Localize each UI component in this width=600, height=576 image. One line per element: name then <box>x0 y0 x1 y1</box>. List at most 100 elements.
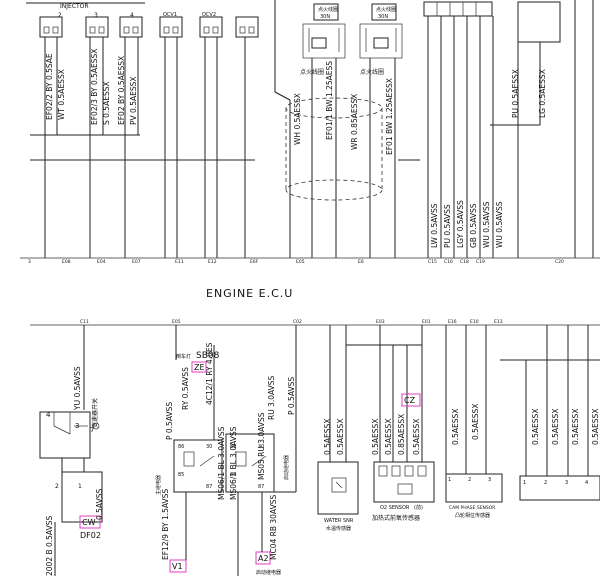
ltp-0: C11 <box>80 319 89 325</box>
injector-connector-1: 2 <box>39 12 63 38</box>
lwl-9: 0.5AESSX <box>384 419 393 455</box>
ignition-coil-2: 点火线圈 30N 点火线圈 <box>359 3 403 76</box>
wire-label-7: WH 0.5AESSX <box>293 93 302 145</box>
cam-caption-cn: 凸轮相位传感器 <box>455 512 490 519</box>
starter-caption-side: 启动继电器 <box>283 455 290 480</box>
o2-sensor: O2 SENSOR (前) 加热式前氧传感器 <box>372 461 435 522</box>
o2-caption-cn: 加热式前氧传感器 <box>372 514 420 522</box>
relay-a-87: 87 <box>206 484 212 490</box>
o2-caption: O2 SENSOR <box>380 505 410 511</box>
lwl-8: 0.5AESSX <box>371 419 380 455</box>
cam-sensor: 1 2 3 CAM PHASE SENSOR 凸轮相位传感器 <box>445 473 503 519</box>
tag-v1: V1 <box>172 562 183 571</box>
tag-cw: CW <box>82 518 96 527</box>
wire-label-3: EF02/3 BY 0.5AESSX <box>90 49 99 125</box>
lwl-7: 0.5AESSX <box>336 419 345 455</box>
ubp-11: C18 <box>460 259 469 265</box>
wire-label-11: PU 0.5AESSX <box>511 69 520 118</box>
water-temp-sensor: WATER SNR 水温传感器 <box>317 461 359 532</box>
upper-section: INJECTOR 2 3 4 OCV1 <box>20 0 600 265</box>
rs-pin-2: 2 <box>544 480 547 486</box>
ubp-0: 3 <box>28 259 31 265</box>
right-sensor: 1 2 3 4 <box>519 475 600 501</box>
upper-right-connector <box>235 16 259 38</box>
lwl-24: MC04 RB 30AVSS <box>269 495 278 560</box>
injector-label: INJECTOR <box>60 3 89 10</box>
wire-label-14: PU 0.5AVSS <box>443 204 452 248</box>
rs-pin-1: 1 <box>523 480 526 486</box>
fuse-block <box>423 1 493 17</box>
lwl-1: P 0.5AVSS <box>165 402 174 440</box>
starter-relay: 86 85 30 87 启动继电器 启动继电器 <box>185 433 290 576</box>
cam-caption: CAM PHASE SENSOR <box>449 505 495 511</box>
water-caption: WATER SNR <box>324 518 354 524</box>
relay-b-86: 86 <box>230 444 236 450</box>
coil-2-sub: 30N <box>378 14 388 20</box>
ubp-8: E6 <box>358 259 364 265</box>
ecu-title: ENGINE E.C.U <box>206 287 293 300</box>
ocv1-label: OCV1 <box>163 12 177 18</box>
tag-cz: CZ <box>404 396 416 405</box>
wire-label-8: EF01/1 BW 1.25AESS <box>325 61 334 140</box>
tag-v1-box <box>169 559 187 573</box>
switch-pin-3: 3 <box>75 422 79 430</box>
wire-label-5: EF02 BY 0.5AESSX <box>117 56 126 125</box>
injector-connector-2: 3 <box>85 12 109 38</box>
right-module <box>517 1 561 43</box>
relay-caption: 主继电器 <box>155 475 162 495</box>
wire-label-10: EF01 BW 1.25AESSX <box>385 78 394 155</box>
coil-2-caption: 点火线圈 <box>360 68 384 76</box>
injector-connector-3: 4 <box>119 12 143 38</box>
relay-a-85: 85 <box>178 472 184 478</box>
coil-1-label: 点火线圈 <box>318 6 338 13</box>
ubp-10: C16 <box>444 259 453 265</box>
rs-pin-3: 3 <box>565 480 568 486</box>
relay-a-30: 30 <box>206 444 212 450</box>
ltp-5: E16 <box>448 319 457 325</box>
sb08-prefix: 倒车灯 <box>176 353 191 360</box>
lwl-6: 0.5AESSX <box>323 419 332 455</box>
ubp-4: E11 <box>175 259 184 265</box>
wire-label-17: WU 0.5AVSS <box>482 201 491 248</box>
ocv1-connector: OCV1 <box>159 12 183 38</box>
main-relay: 86 85 30 87 主继电器 <box>155 439 223 495</box>
cam-pin-3: 3 <box>488 477 491 483</box>
tag-cw-box <box>79 515 101 529</box>
starter-caption: 启动继电器 <box>256 569 281 576</box>
lower-top-pins: C11 E05 C02 E03 E01 E16 E10 E13 <box>80 319 503 325</box>
ubp-5: E12 <box>208 259 217 265</box>
wire-label-6: PV 0.5AESSX <box>129 77 138 126</box>
lwl-4: RU 3.0AVSS <box>267 375 276 420</box>
lwl-22: MS06/1 BL 3.0AVSS <box>229 426 238 500</box>
switch-pin-7: 7 <box>90 426 94 434</box>
upper-wire-labels: EF02/2 BY 0.5SAE WT 0.5AESSX EF02/3 BY 0… <box>45 49 547 248</box>
ubp-6: E6F <box>250 259 259 265</box>
shield-cylinder <box>285 97 383 201</box>
lwl-23: MS05 RU 3.0AVSS <box>257 412 266 480</box>
tag-a2-box <box>255 551 271 565</box>
lwl-21: MS06/1 BL 3.0AVSS <box>217 426 226 500</box>
lwl-2: RY 0.5AVSS <box>181 367 190 410</box>
coil-2-label: 点火线圈 <box>376 6 396 13</box>
lwl-17: 0.5AESSX <box>591 409 600 445</box>
wire-label-13: LW 0.5AVSS <box>430 203 439 248</box>
cam-pin-1: 1 <box>448 477 451 483</box>
ltp-1: E05 <box>172 319 181 325</box>
ltp-2: C02 <box>293 319 302 325</box>
wire-label-1: EF02/2 BY 0.5SAE <box>45 53 54 120</box>
lwl-14: 0.5AESSX <box>531 409 540 445</box>
lwl-18: 0.5AVSS <box>95 489 104 520</box>
lwl-13: 0.5AESSX <box>471 404 480 440</box>
relay-b-85: 85 <box>230 472 236 478</box>
rs-pin-4: 4 <box>585 480 588 486</box>
ocv2-label: OCV2 <box>202 12 216 18</box>
ubp-13: C20 <box>555 259 564 265</box>
ltp-7: E13 <box>494 319 503 325</box>
ltp-4: E01 <box>422 319 431 325</box>
lwl-20: EF12/9 BY 1.5AVSS <box>161 489 170 560</box>
ubp-12: C19 <box>476 259 485 265</box>
lwl-5: P 0.5AVSS <box>287 377 296 415</box>
injector-pin-1: 2 <box>58 12 62 19</box>
water-caption-cn: 水温传感器 <box>326 525 351 532</box>
